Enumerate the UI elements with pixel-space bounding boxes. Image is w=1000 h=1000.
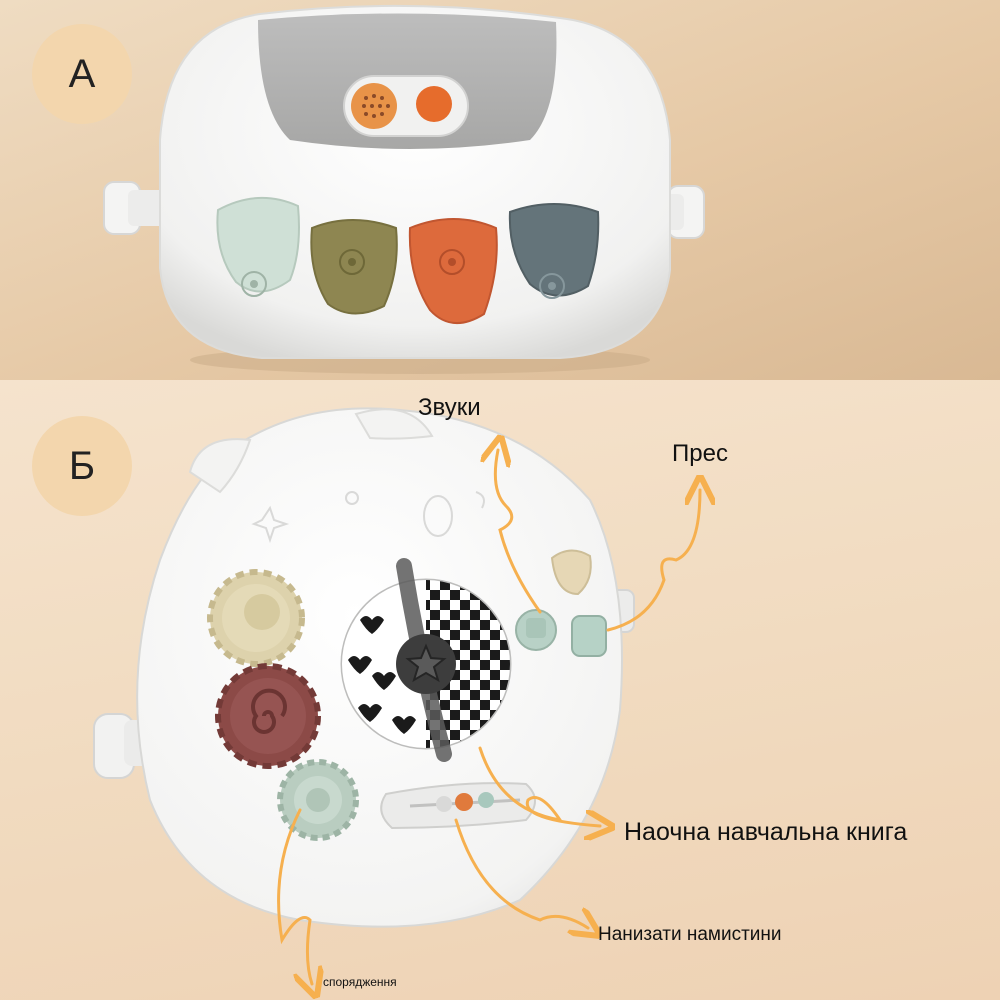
embossed-decor	[251, 491, 485, 544]
callout-label-sounds: Звуки	[418, 394, 481, 421]
picture-book-disk	[340, 558, 512, 762]
sound-knob	[515, 609, 557, 651]
gear-maroon	[215, 663, 321, 769]
callout-arrows	[277, 450, 700, 984]
arrow-gear	[277, 808, 312, 984]
arrow-book	[478, 746, 600, 826]
toy-back-illustration	[93, 407, 1000, 1000]
gear-cream	[207, 569, 305, 667]
key-mint	[216, 197, 300, 297]
arrow-press	[606, 490, 700, 632]
panel-a-badge: А	[32, 24, 132, 124]
panel-b-badge: Б	[32, 416, 132, 516]
key-olive	[310, 219, 398, 315]
panel-a: А	[0, 0, 1000, 380]
key-orange	[408, 218, 498, 325]
callout-label-press: Прес	[672, 440, 728, 467]
speaker-holes	[362, 94, 390, 118]
callout-label-beads: Нанизати намистини	[598, 924, 782, 945]
orange-button	[416, 86, 452, 122]
arrow-beads	[454, 818, 588, 928]
triangle-press	[550, 549, 592, 596]
square-press	[571, 615, 607, 657]
gear-sage	[277, 759, 359, 841]
left-ear	[188, 438, 252, 494]
toy-front-illustration	[103, 4, 705, 374]
panel-b: Б Звуки Прес Наочна навчальна книга Нани…	[0, 380, 1000, 1000]
key-slate	[508, 203, 600, 299]
callout-label-gear: спорядження	[323, 975, 397, 989]
callout-label-book: Наочна навчальна книга	[624, 818, 908, 846]
bead-track	[380, 782, 536, 830]
right-ear	[354, 408, 434, 440]
arrow-sounds	[495, 450, 542, 614]
